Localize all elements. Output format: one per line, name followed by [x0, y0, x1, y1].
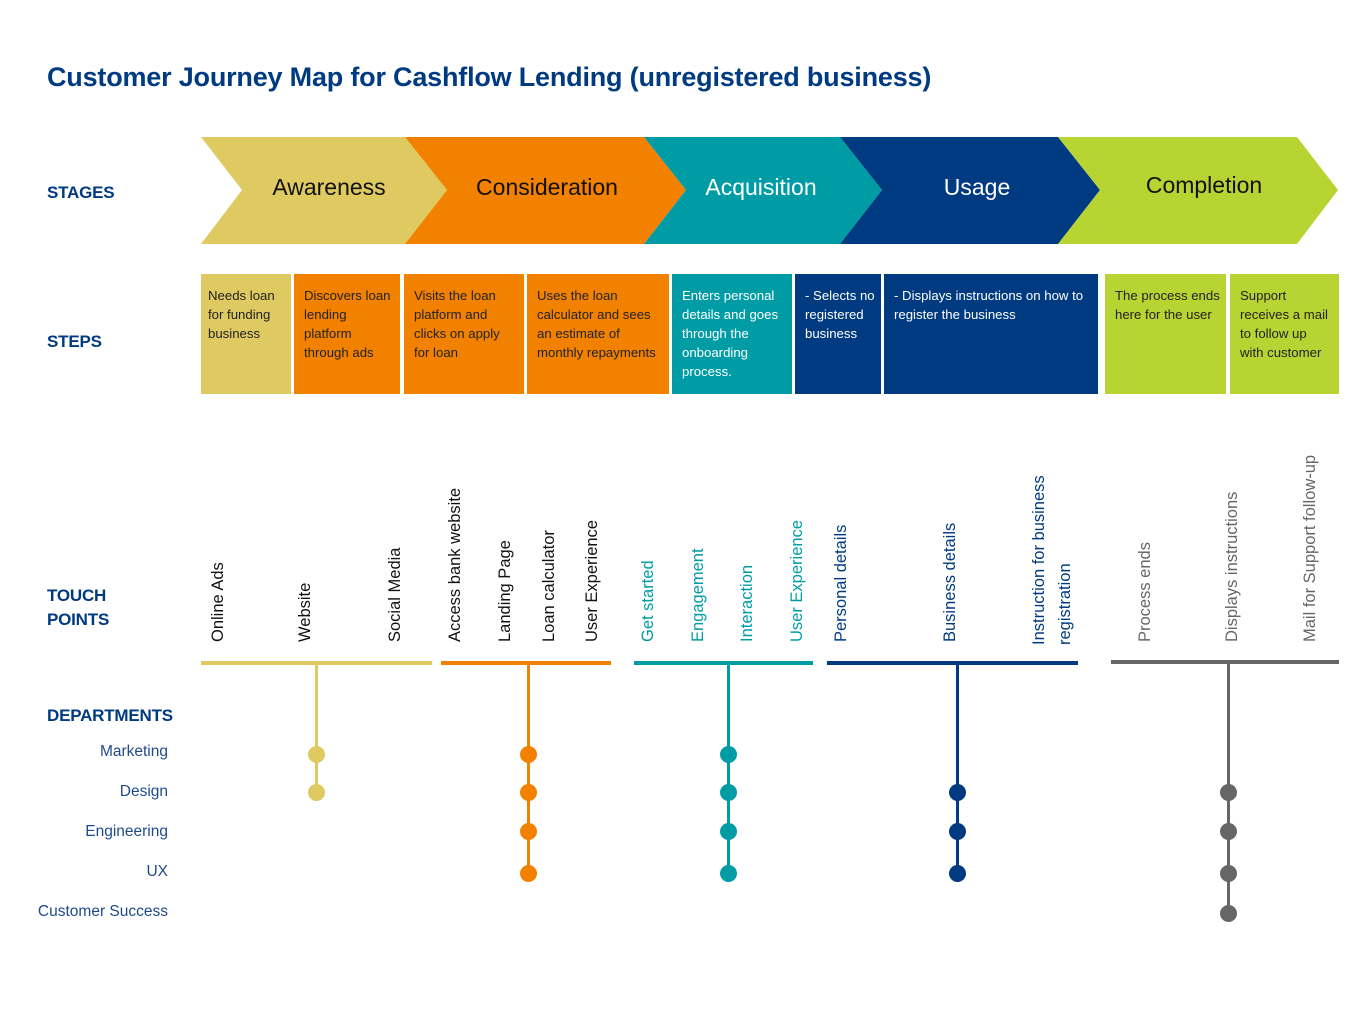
department-dot-design [719, 783, 737, 801]
stage-label-awareness: Awareness [272, 174, 386, 200]
touch-points-row-label: TOUCH POINTS [47, 584, 109, 632]
touch-point-label: Personal details [832, 524, 850, 642]
department-dot-marketing [307, 745, 325, 763]
step-card: Uses the loan calculator and sees an est… [527, 274, 669, 394]
touch-point-group-line [634, 661, 813, 665]
department-dot-design [307, 783, 325, 801]
touch-point-label: Mail for Support follow-up [1301, 454, 1319, 642]
touch-point-label: User Experience [583, 520, 601, 642]
department-dot-engineering [1219, 822, 1237, 840]
department-dot-engineering [948, 822, 966, 840]
stages-chevron-bar [201, 137, 1338, 244]
stage-chevron-consideration[interactable] [405, 137, 686, 244]
touch-point-label: Engagement [689, 548, 707, 642]
stage-chevron-awareness[interactable] [201, 137, 447, 244]
touch-point-label: Social Media [386, 547, 404, 642]
department-dot-ux [1219, 864, 1237, 882]
department-dot-ux [519, 864, 537, 882]
step-card: The process ends here for the user [1105, 274, 1226, 394]
touch-point-label: Online Ads [209, 562, 227, 642]
page-title: Customer Journey Map for Cashflow Lendin… [47, 62, 932, 92]
touch-point-group-line [201, 661, 432, 665]
stage-label-consideration: Consideration [476, 174, 618, 200]
department-label-marketing: Marketing [99, 743, 168, 760]
department-label-design: Design [119, 783, 168, 800]
touch-point-group-line [441, 661, 611, 665]
touch-point-label: Displays instructions [1223, 491, 1241, 642]
step-card: Visits the loan platform and clicks on a… [404, 274, 524, 394]
department-dot-design [948, 783, 966, 801]
department-dot-engineering [519, 822, 537, 840]
touch-points-label-line1: TOUCH [47, 586, 107, 605]
department-stem [526, 664, 530, 873]
stage-chevron-acquisition[interactable] [644, 137, 882, 244]
department-dot-marketing [519, 745, 537, 763]
department-stem [314, 664, 318, 792]
department-stem [726, 664, 730, 873]
step-card: Needs loan for funding business [201, 274, 291, 394]
stage-chevron-completion[interactable] [1058, 137, 1338, 244]
stage-label-completion: Completion [1145, 172, 1263, 198]
step-card: Enters personal details and goes through… [672, 274, 792, 394]
step-card: - Selects no registered business [795, 274, 881, 394]
touch-point-label: User Experience [788, 520, 806, 642]
touch-point-label: Interaction [738, 564, 756, 642]
touch-point-label: Process ends [1136, 542, 1154, 642]
steps-row-label: STEPS [47, 332, 102, 351]
department-dot-ux [719, 864, 737, 882]
department-dot-design [1219, 783, 1237, 801]
department-label-ux: UX [146, 863, 168, 880]
department-label-customer-success: Customer Success [37, 903, 168, 920]
department-stem [955, 664, 959, 873]
touch-point-label: Business details [941, 522, 959, 642]
touch-point-label: Website [296, 582, 314, 642]
touch-point-label: Loan calculator [540, 530, 558, 642]
departments-row-label: DEPARTMENTS [47, 706, 173, 725]
stages-row-label: STAGES [47, 183, 115, 202]
touch-point-label: Instruction for business registration [1030, 475, 1074, 645]
department-dot-ux [948, 864, 966, 882]
stage-label-acquisition: Acquisition [705, 174, 817, 200]
touch-point-label: Get started [639, 560, 657, 642]
stage-label-usage: Usage [943, 174, 1011, 200]
touch-points-label-line2: POINTS [47, 610, 110, 629]
touch-point-label: Landing Page [496, 540, 514, 642]
department-dot-marketing [719, 745, 737, 763]
department-dot-customer-success [1219, 904, 1237, 922]
department-label-engineering: Engineering [85, 823, 168, 840]
touch-point-group-line [827, 661, 1078, 665]
department-dot-design [519, 783, 537, 801]
department-dot-engineering [719, 822, 737, 840]
stage-chevron-usage[interactable] [840, 137, 1100, 244]
step-card: Discovers loan lending platform through … [294, 274, 400, 394]
touch-point-label: Access bank website [446, 487, 464, 642]
step-card: Support receives a mail to follow up wit… [1230, 274, 1339, 394]
touch-point-group-line [1111, 660, 1339, 664]
step-card: - Displays instructions on how to regist… [884, 274, 1098, 394]
